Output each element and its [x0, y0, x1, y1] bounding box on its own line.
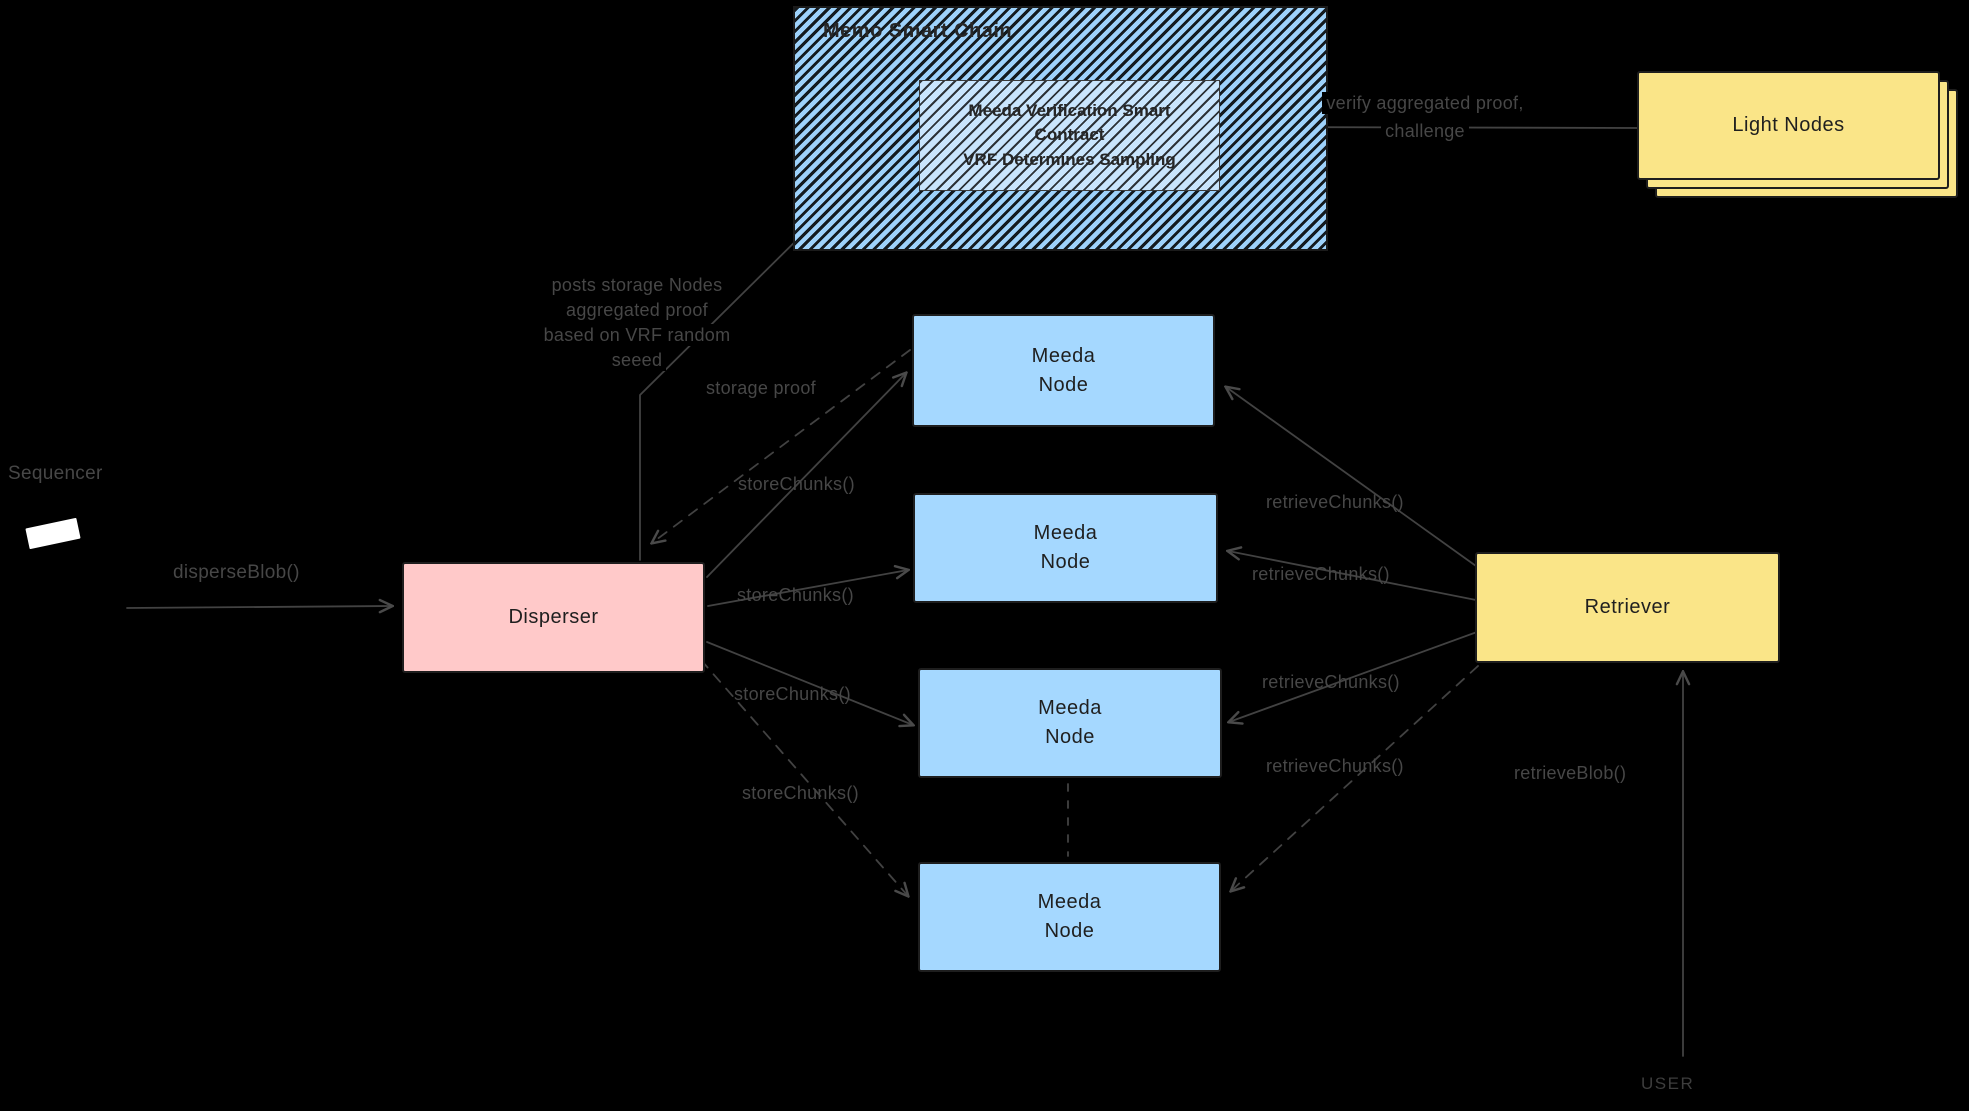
store-chunks-label-1: storeChunks() [738, 474, 855, 494]
light-nodes-box: Light Nodes [1637, 71, 1940, 180]
meeda-node-label: Meeda Node [1038, 697, 1102, 748]
store-chunks-label-4: storeChunks() [742, 783, 859, 803]
store-chunks-label-3: storeChunks() [734, 684, 851, 704]
disperse-blob-label: disperseBlob() [173, 562, 300, 583]
meeda-node-label: Meeda Node [1031, 344, 1096, 396]
posts-proof-label: posts storage Nodes aggregated proof bas… [512, 272, 762, 373]
edge-disperse-blob [126, 606, 392, 608]
contract-label-line3: VRF Determines Sampling [963, 149, 1176, 169]
meeda-node-box-4: Meeda Node [918, 862, 1221, 972]
sequencer-label: Sequencer [8, 463, 103, 484]
store-chunks-label-2: storeChunks() [737, 585, 854, 605]
meeda-node-box-1: Meeda Node [912, 314, 1215, 427]
retriever-box: Retriever [1475, 552, 1780, 663]
disperser-box: Disperser [402, 562, 705, 673]
meeda-node-label: Meeda Node [1037, 891, 1102, 942]
retrieve-blob-label: retrieveBlob() [1514, 763, 1627, 783]
light-nodes-label: Light Nodes [1732, 114, 1845, 136]
user-label: USER [1641, 1074, 1695, 1093]
disperser-label: Disperser [508, 606, 599, 628]
verification-contract-box: Meeda Verification Smart Contract VRF De… [919, 80, 1220, 191]
edge-retrieve-chunks-1 [1226, 387, 1477, 567]
memo-smart-chain-box: Memo Smart Chain Meeda Verification Smar… [793, 6, 1328, 251]
meeda-node-box-2: Meeda Node [913, 493, 1218, 603]
verify-proof-label: verify aggregated proof, challenge [1292, 90, 1558, 146]
retrieve-chunks-label-3: retrieveChunks() [1262, 672, 1400, 692]
retriever-label: Retriever [1584, 596, 1671, 618]
memo-smart-chain-title: Memo Smart Chain [823, 20, 1013, 42]
retrieve-chunks-label-1: retrieveChunks() [1266, 492, 1404, 512]
retrieve-chunks-label-2: retrieveChunks() [1252, 564, 1390, 584]
sequencer-shape [25, 517, 81, 550]
edge-retrieve-chunks-4 [1231, 665, 1479, 891]
contract-label-line2: Contract [1034, 125, 1105, 145]
retrieve-chunks-label-4: retrieveChunks() [1266, 756, 1404, 776]
contract-label-line1: Meeda Verification Smart [968, 100, 1171, 120]
meeda-node-label: Meeda Node [1033, 522, 1098, 573]
meeda-node-box-3: Meeda Node [918, 668, 1222, 778]
storage-proof-label: storage proof [706, 378, 816, 398]
